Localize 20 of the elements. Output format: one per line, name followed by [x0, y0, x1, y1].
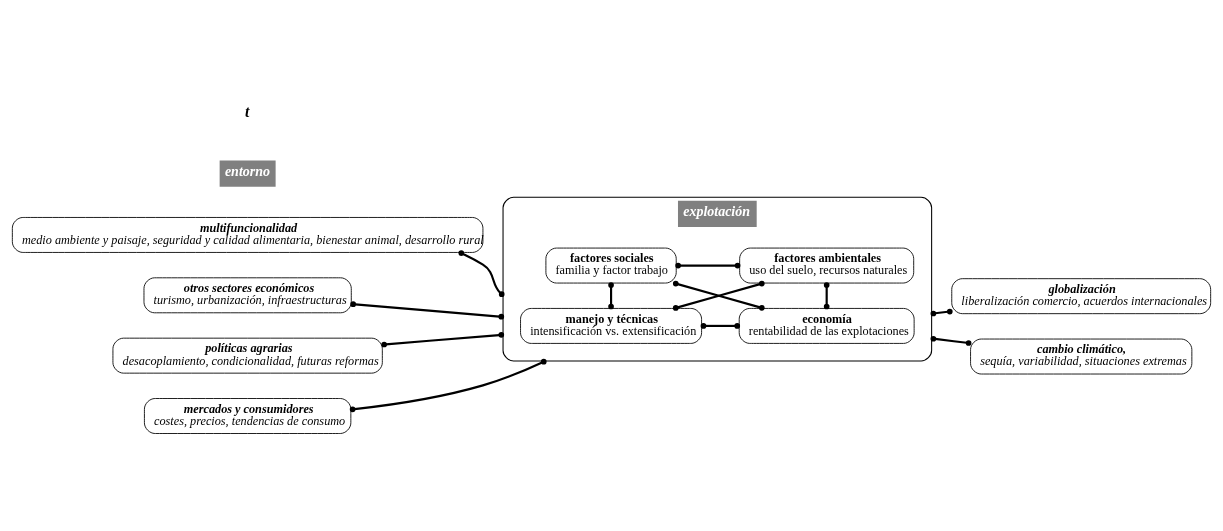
node-box: mercados y consumidores costes, precios, tendencias de consumo — [144, 397, 352, 434]
connector — [381, 331, 505, 347]
connector — [349, 358, 547, 412]
node-box: manejo y técnicas intensificación vs. extensificación — [520, 307, 703, 344]
node-box: otros sectores económicos turismo, urbanización, infraestructuras — [143, 276, 352, 313]
node-box: cambio climático, sequía, variabilidad, situaciones extremas — [970, 338, 1193, 374]
node-box: entorno — [219, 160, 276, 187]
node-box: políticas agrarias desacoplamiento, condicionalidad, futuras reformas — [112, 337, 383, 374]
connector — [672, 280, 765, 311]
node-box: multifuncionalidad medio ambiente y paisaje, seguridad y calidad alimentaria, bienestar animal, desarrollo rural — [11, 216, 484, 253]
connector — [700, 322, 741, 329]
node-box: factores ambientales uso del suelo, recursos naturales — [739, 247, 915, 283]
node-box: globalización liberalización comercio, acuerdos internacionales — [951, 277, 1212, 314]
connector — [675, 262, 741, 268]
connector — [458, 249, 505, 297]
node-box: economía rentabilidad de las explotaciones — [738, 307, 915, 344]
connector — [350, 300, 505, 320]
connector — [930, 335, 972, 346]
label: t — [245, 102, 250, 120]
node-box: factores sociales familia y factor trabajo — [545, 247, 677, 283]
